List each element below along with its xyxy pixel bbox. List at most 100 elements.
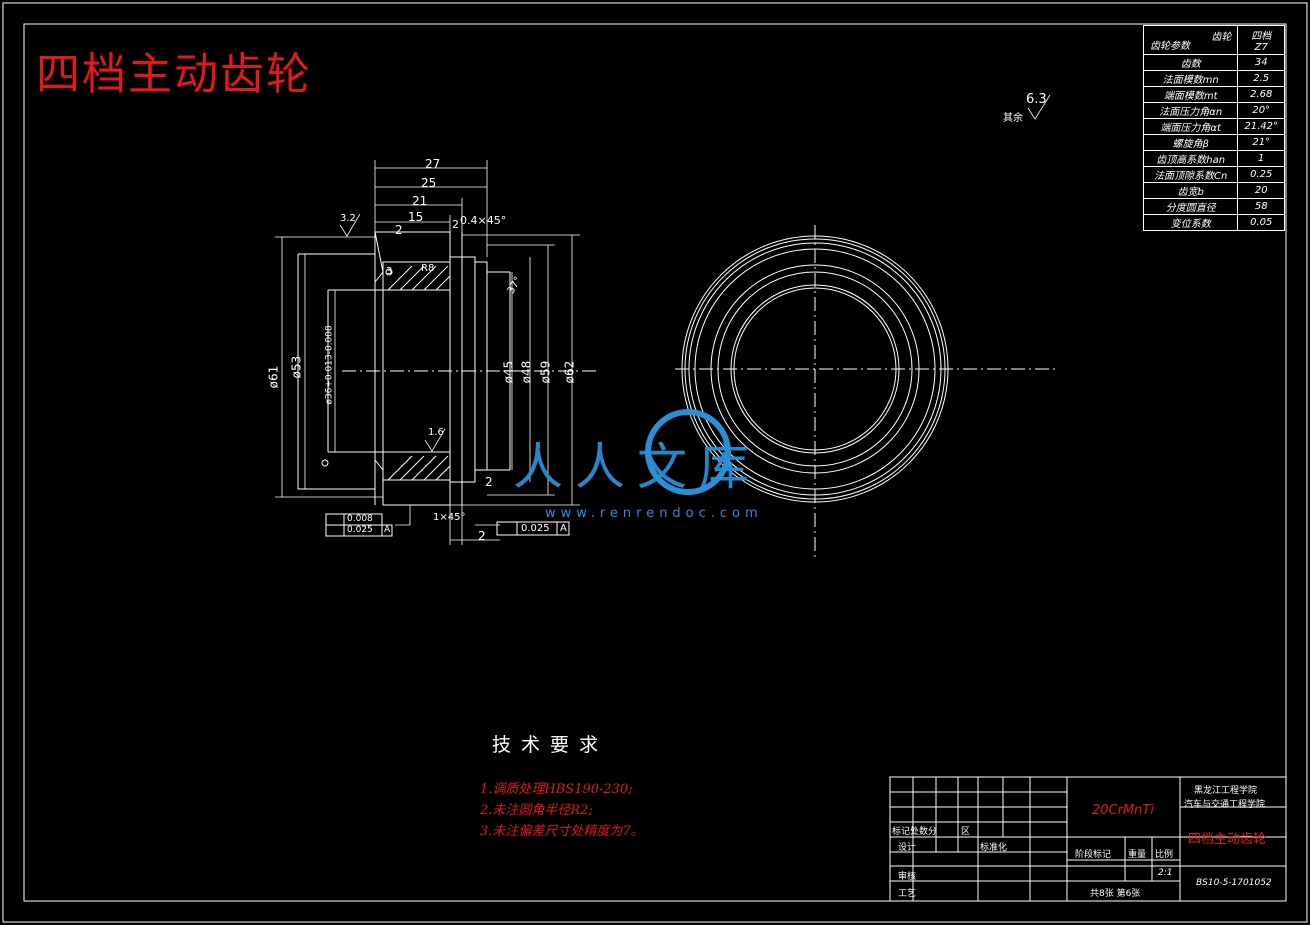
params-gear-symbol: Z7 [1254,42,1268,53]
drawing-number: BS10-5-1701052 [1196,878,1272,888]
params-value: 21.42° [1237,118,1285,135]
dim-21: 21 [412,194,428,208]
part-name: 四档主动齿轮 [1188,832,1267,847]
dim-d48: ø48 [519,360,534,384]
params-header-top: 齿轮 [1211,32,1232,43]
watermark-text: 人人文库 [513,438,761,496]
params-value: 20 [1237,182,1285,199]
params-gear-name: 四档 [1251,31,1272,42]
dim-r3: 3 [386,266,393,277]
params-value: 0.05 [1237,214,1285,231]
dim-2c: 2 [485,475,493,489]
params-label: 变位系数 [1142,214,1239,231]
inner-frame [23,23,1287,902]
tol1-b: 0.025 [347,525,373,535]
dim-d59: ø59 [538,360,553,384]
rough-3-2: 3.2 [340,213,356,224]
params-value: 34 [1237,54,1285,71]
params-label: 分度圆直径 [1142,198,1239,215]
tech-title: 技术要求 [492,734,609,756]
dim-d36: ø36+0.013-0.008 [324,325,335,405]
weight-label: 重量 [1128,850,1147,860]
review-label: 审核 [898,872,917,882]
title-block [889,776,1287,902]
dim-25: 25 [421,176,437,190]
params-header-cell: 齿轮 齿轮参数 [1142,25,1239,55]
dim-chamfer: 0.4×45° [460,214,507,227]
params-value: 20° [1237,102,1285,119]
params-label: 法面模数mn [1142,70,1239,87]
dim-15: 15 [408,210,424,224]
tol2: 0.025 [521,523,550,534]
surface-note: 其余 [1003,113,1023,124]
design-label: 设计 [898,843,917,853]
dim-d62: ø62 [562,360,577,384]
section-view [297,231,600,506]
school-1: 黑龙江工程学院 [1194,786,1258,796]
params-gear-cell: 四档 Z7 [1237,25,1285,55]
params-value: 2.68 [1237,86,1285,103]
school-2: 汽车与交通工程学院 [1184,800,1266,810]
scale-value: 2:1 [1158,868,1173,878]
dim-chamfer2: 1×45° [433,512,466,523]
params-label: 法面顶隙系数Cn [1142,166,1239,183]
process-label: 工艺 [898,889,917,899]
params-value: 0.25 [1237,166,1285,183]
tol1-a: 0.008 [347,514,373,524]
params-label: 法面压力角αn [1142,102,1239,119]
tech-note-1: 1.调质处理HBS190-230; [480,782,633,797]
watermark-logo-icon [645,409,731,495]
rough-1-6: 1.6 [428,427,444,438]
dim-27: 27 [425,157,441,171]
dim-2d: 2 [478,529,486,543]
params-header-left: 齿轮参数 [1150,41,1190,52]
material: 20CrMnTi [1092,803,1154,818]
params-value: 2.5 [1237,70,1285,87]
surface-value: 6.3 [1026,92,1047,107]
dim-d61: ø61 [266,365,281,389]
params-label: 齿宽b [1142,182,1239,199]
params-label: 端面模数mt [1142,86,1239,103]
scale-label: 比例 [1155,850,1174,860]
drawing-title: 四档主动齿轮 [36,49,312,100]
params-label: 螺旋角β [1142,134,1239,151]
stage-label: 阶段标记 [1075,850,1112,860]
tol2-ref: A [560,523,567,534]
sheets: 共8张 第6张 [1090,889,1141,899]
params-value: 21° [1237,134,1285,151]
dim-d45: ø45 [501,360,516,384]
watermark-url: www.renrendoc.com [545,506,763,521]
dim-2a: 2 [395,223,403,237]
tol1-ref: A [384,525,391,535]
std-label: 标准化 [980,843,1008,853]
tech-note-3: 3.未注偏差尺寸处精度为7。 [480,824,644,839]
params-value: 1 [1237,150,1285,167]
dim-d53: ø53 [289,355,304,379]
mark-label: 标记处数分 [892,827,938,837]
params-value: 58 [1237,198,1285,215]
dim-r8: R8 [421,263,435,274]
zone-label: 区 [961,827,971,837]
dim-2b: 2 [452,218,459,231]
dimension-lines [275,94,1051,545]
tolerance-frames [325,513,570,537]
params-label: 齿数 [1142,54,1239,71]
end-view [675,225,1055,560]
tech-note-2: 2.未注圆角半径R2; [480,803,593,818]
params-label: 齿顶高系数han [1142,150,1239,167]
